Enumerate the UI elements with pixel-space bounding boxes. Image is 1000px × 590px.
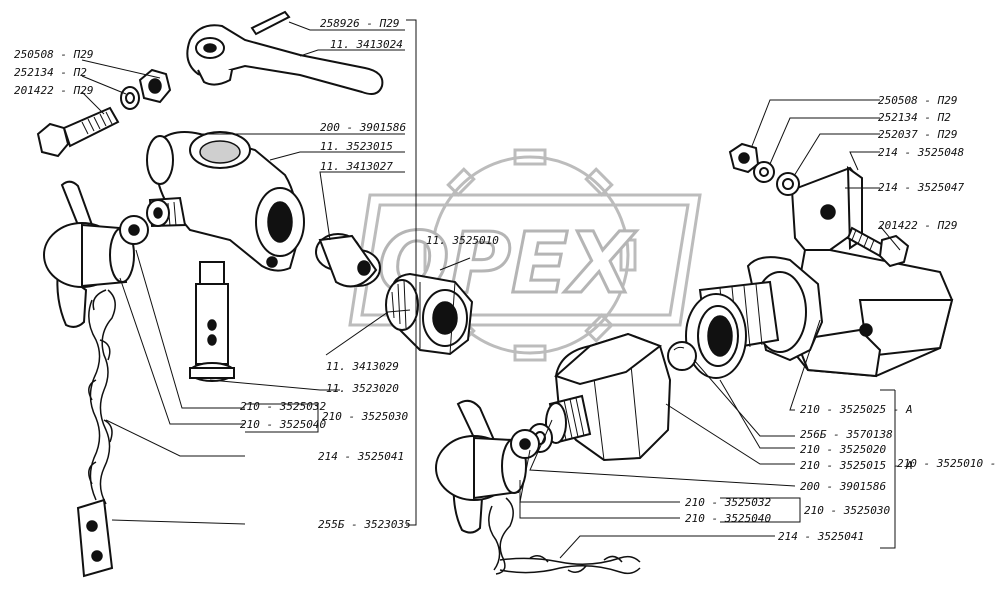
label-bracket: 214 - 3525047 (878, 181, 964, 194)
label-cap-right-group: 210 - 3525030 (804, 504, 890, 517)
label-valve-body-right: 200 - 3901586 (800, 480, 886, 493)
valve-body (146, 131, 305, 272)
label-cap-left-2: 210 - 3525040 (240, 418, 326, 431)
label-bolt-left: 201422 - П29 (14, 84, 93, 97)
label-pin: 258926 - П29 (320, 17, 399, 30)
label-body-part: 11. 3523015 (320, 140, 393, 153)
label-handle: 11. 3413024 (330, 38, 403, 51)
right-washer-1 (753, 161, 775, 183)
left-bolt (36, 106, 120, 158)
label-right-assembly: 210 - 3525010 - А (897, 457, 1000, 470)
label-spindle: 11. 3413029 (326, 360, 399, 373)
label-small-cap: 11. 3413027 (320, 160, 393, 173)
handle-lever (186, 24, 384, 95)
label-socket-part: 210 - 3525025 - А (800, 403, 913, 416)
label-cap-right-2: 210 - 3525040 (685, 512, 771, 525)
label-hex-fitting: 11. 3525010 (426, 234, 499, 247)
label-chain-left: 214 - 3525041 (318, 450, 404, 463)
bracket (790, 166, 954, 378)
label-washer-left: 252134 - П2 (14, 66, 87, 79)
left-wing-cap (43, 180, 149, 328)
label-chain-right: 214 - 3525041 (778, 530, 864, 543)
right-bolt (846, 226, 910, 268)
label-washer-right-1: 252134 - П2 (878, 111, 951, 124)
threaded-socket (685, 256, 824, 379)
left-nut (138, 68, 172, 104)
right-nut (728, 142, 760, 174)
right-washer-2 (776, 172, 800, 196)
part-labels: 258926 - П29 11. 3413024 250508 - П29 25… (14, 17, 1000, 543)
label-hex-body: 210 - 3525020 (800, 443, 886, 456)
small-cap (315, 233, 381, 288)
left-washer (120, 86, 140, 110)
label-bolt-right: 201422 - П29 (878, 219, 957, 232)
tag-plate (76, 498, 114, 578)
left-chain (88, 289, 116, 505)
label-cap-left-1: 210 - 3525032 (240, 400, 326, 413)
label-nut-left: 250508 - П29 (14, 48, 93, 61)
watermark-gear-ring (430, 155, 630, 355)
right-wing-cap (435, 399, 540, 534)
leader-lines (81, 19, 901, 559)
hex-fitting-left (385, 272, 474, 356)
hex-body (554, 332, 672, 462)
label-washer-right-2: 252037 - П29 (878, 128, 957, 141)
spindle (189, 261, 235, 382)
ball (667, 341, 697, 371)
pin (250, 10, 291, 36)
label-bracket-plate: 214 - 3525048 (878, 146, 964, 159)
label-tag-plate: 255Б - 3523035 (318, 518, 411, 531)
label-cap-left-group: 210 - 3525030 (322, 410, 408, 423)
label-ball: 256Б - 3570138 (800, 428, 893, 441)
right-chain (488, 497, 641, 575)
label-nut-right: 250508 - П29 (878, 94, 957, 107)
label-valve-body: 200 - 3901586 (320, 121, 406, 134)
label-threaded-socket: 210 - 3525015 - А (800, 459, 913, 472)
label-cap-right-1: 210 - 3525032 (685, 496, 771, 509)
label-spindle-part: 11. 3523020 (326, 382, 399, 395)
